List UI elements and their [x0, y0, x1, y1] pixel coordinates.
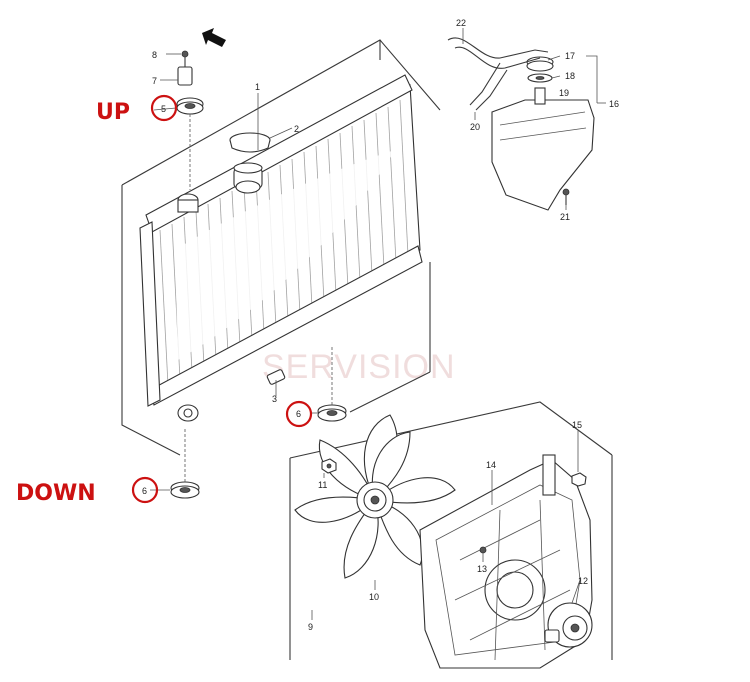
radiator-filler-neck [233, 162, 263, 194]
reservoir-screw [562, 188, 570, 205]
middle-callout-circle [285, 400, 313, 428]
fan-nut [321, 458, 337, 474]
motor-screw [479, 546, 487, 560]
part-number-14: 14 [486, 460, 496, 470]
reservoir-hose [447, 37, 549, 111]
reservoir-frame [586, 55, 606, 104]
part-number-19: 19 [559, 88, 569, 98]
radiator-frame [121, 39, 441, 456]
fan-motor [544, 602, 593, 648]
up-callout-label: UP [96, 100, 130, 125]
radiator-lower-outlet [177, 404, 199, 422]
part-number-3: 3 [272, 394, 277, 404]
part-number-6-down: 6 [142, 486, 147, 496]
down-callout-label: DOWN [16, 481, 96, 506]
upper-grommet [176, 97, 204, 190]
radiator-core [139, 74, 423, 407]
part-number-12: 12 [578, 576, 588, 586]
reservoir-tank [491, 87, 595, 211]
part-number-18: 18 [565, 71, 575, 81]
part-number-20: 20 [470, 122, 480, 132]
part-number-9: 9 [308, 622, 313, 632]
cooling-fan-blade [294, 414, 456, 579]
part-number-17: 17 [565, 51, 575, 61]
part-number-11: 11 [318, 480, 327, 490]
reservoir-seal [527, 73, 553, 83]
lower-grommet [170, 428, 200, 499]
part-number-8: 8 [152, 50, 157, 60]
part-number-7: 7 [152, 76, 157, 86]
part-number-2: 2 [294, 124, 299, 134]
front-arrow-icon [202, 28, 226, 47]
radiator-cap [229, 127, 293, 153]
part-number-10: 10 [369, 592, 379, 602]
part-number-5-up: 5 [161, 104, 166, 114]
upper-mount-bracket [160, 50, 193, 86]
part-number-15: 15 [572, 420, 582, 430]
leader-lines [150, 28, 581, 620]
part-number-13: 13 [477, 564, 487, 574]
part-number-22: 22 [456, 18, 466, 28]
reservoir-cap [526, 56, 554, 72]
part-number-1: 1 [255, 82, 260, 92]
middle-grommet [317, 345, 347, 422]
radiator-upper-outlet [177, 193, 199, 213]
down-callout-circle [131, 476, 159, 504]
shroud-bolt [571, 430, 587, 487]
drain-plug [266, 369, 286, 396]
part-number-16: 16 [609, 99, 619, 109]
up-callout-circle [150, 94, 178, 122]
fan-shroud [419, 454, 593, 669]
watermark-text: SERVISION [262, 348, 456, 386]
part-number-6-middle: 6 [296, 409, 301, 419]
part-number-21: 21 [560, 212, 570, 222]
